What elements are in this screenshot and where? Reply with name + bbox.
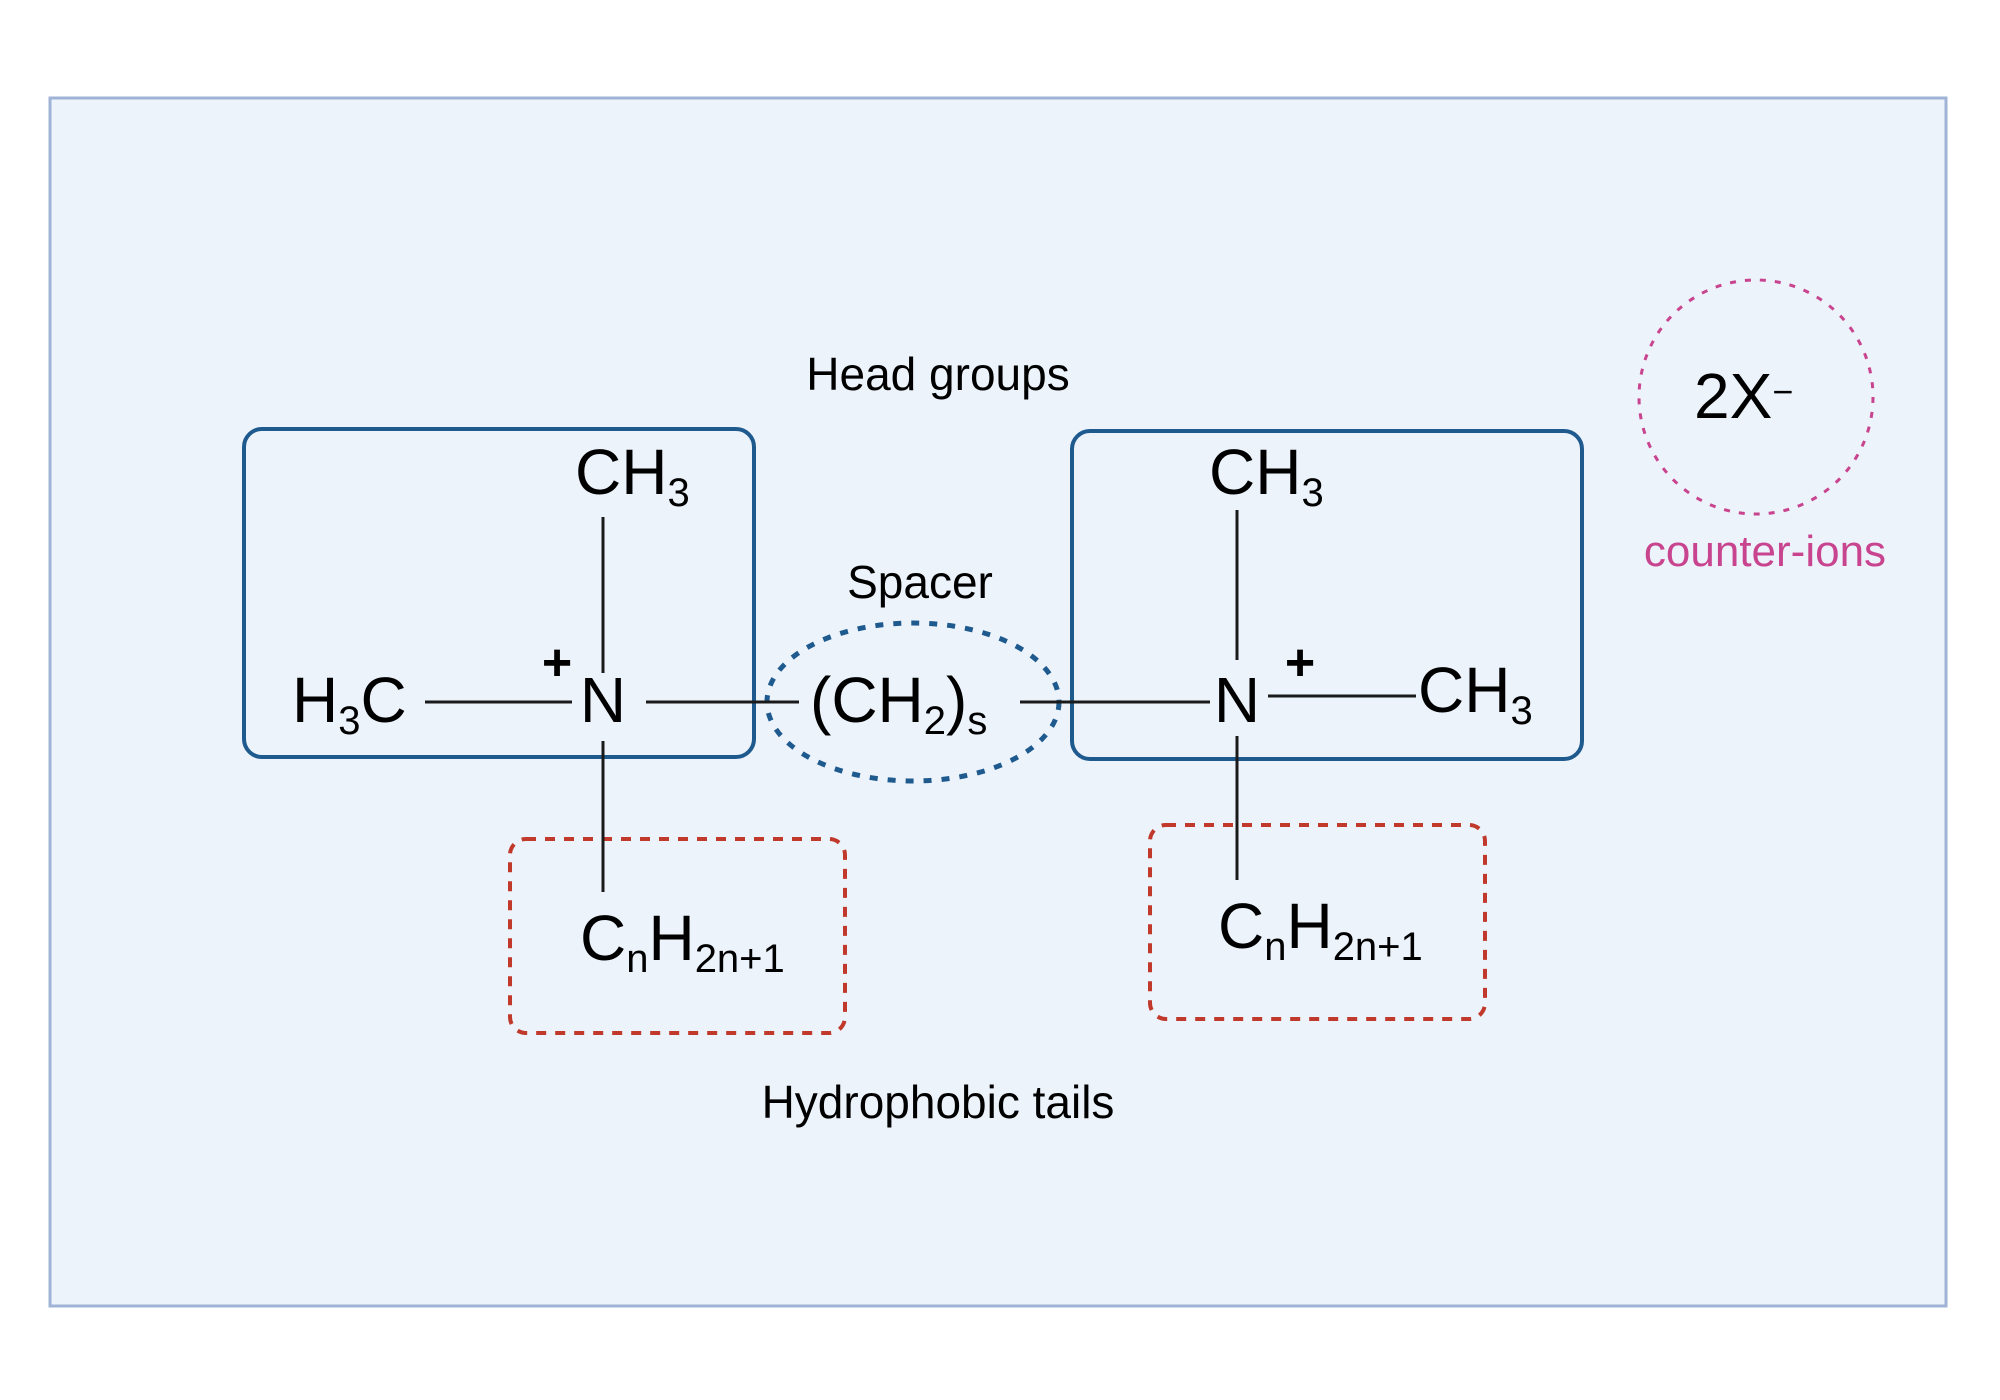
spacer-label: Spacer <box>847 556 993 608</box>
tail-h: H <box>648 902 694 974</box>
spacer-close: ) <box>946 664 967 736</box>
tail-c: C <box>580 902 626 974</box>
tail-sub-n: n <box>1264 925 1286 969</box>
right-tail-formula: CnH2n+1 <box>1218 890 1423 969</box>
left-methyl-h3c: H3C <box>292 664 407 743</box>
left-tail-box <box>508 837 847 1035</box>
ch3-subscript: 3 <box>1301 471 1323 515</box>
counter-ion-circle <box>1637 278 1875 516</box>
left-tail-formula: CnH2n+1 <box>580 902 785 981</box>
ch3-subscript: 3 <box>667 471 689 515</box>
h3c-subscript: 3 <box>338 699 360 743</box>
ch3-subscript: 3 <box>1510 689 1532 733</box>
tail-c: C <box>1218 890 1264 962</box>
h3c-c: C <box>360 664 406 736</box>
counter-ion-charge: − <box>1772 371 1793 412</box>
counter-ions-label: counter-ions <box>1644 527 1886 576</box>
ch3-symbol: CH <box>1209 436 1301 508</box>
tail-sub: 2n+1 <box>1333 925 1423 969</box>
ch3-symbol: CH <box>1418 654 1510 726</box>
left-positive-charge: + <box>542 634 572 692</box>
spacer-subscript-2: 2 <box>924 699 946 743</box>
spacer-open: (CH <box>810 664 924 736</box>
tail-h: H <box>1286 890 1332 962</box>
head-groups-label: Head groups <box>806 348 1069 400</box>
right-side-methyl: CH3 <box>1418 654 1533 733</box>
h3c-h: H <box>292 664 338 736</box>
right-head-group-box <box>1070 429 1584 761</box>
spacer-formula: (CH2)s <box>810 664 987 743</box>
left-nitrogen: N <box>580 664 626 736</box>
left-top-methyl: CH3 <box>575 436 690 515</box>
hydrophobic-tails-label: Hydrophobic tails <box>762 1076 1115 1128</box>
counter-ion-formula: 2X− <box>1694 360 1793 432</box>
tail-sub: 2n+1 <box>695 937 785 981</box>
spacer-subscript-s: s <box>967 699 987 743</box>
left-head-group-box <box>242 427 756 759</box>
diagram-panel <box>48 96 1948 1308</box>
right-top-methyl: CH3 <box>1209 436 1324 515</box>
right-positive-charge: + <box>1285 634 1315 692</box>
counter-ion-symbol: 2X <box>1694 360 1772 432</box>
ch3-symbol: CH <box>575 436 667 508</box>
right-nitrogen: N <box>1214 664 1260 736</box>
tail-sub-n: n <box>626 937 648 981</box>
right-tail-box <box>1148 823 1487 1021</box>
